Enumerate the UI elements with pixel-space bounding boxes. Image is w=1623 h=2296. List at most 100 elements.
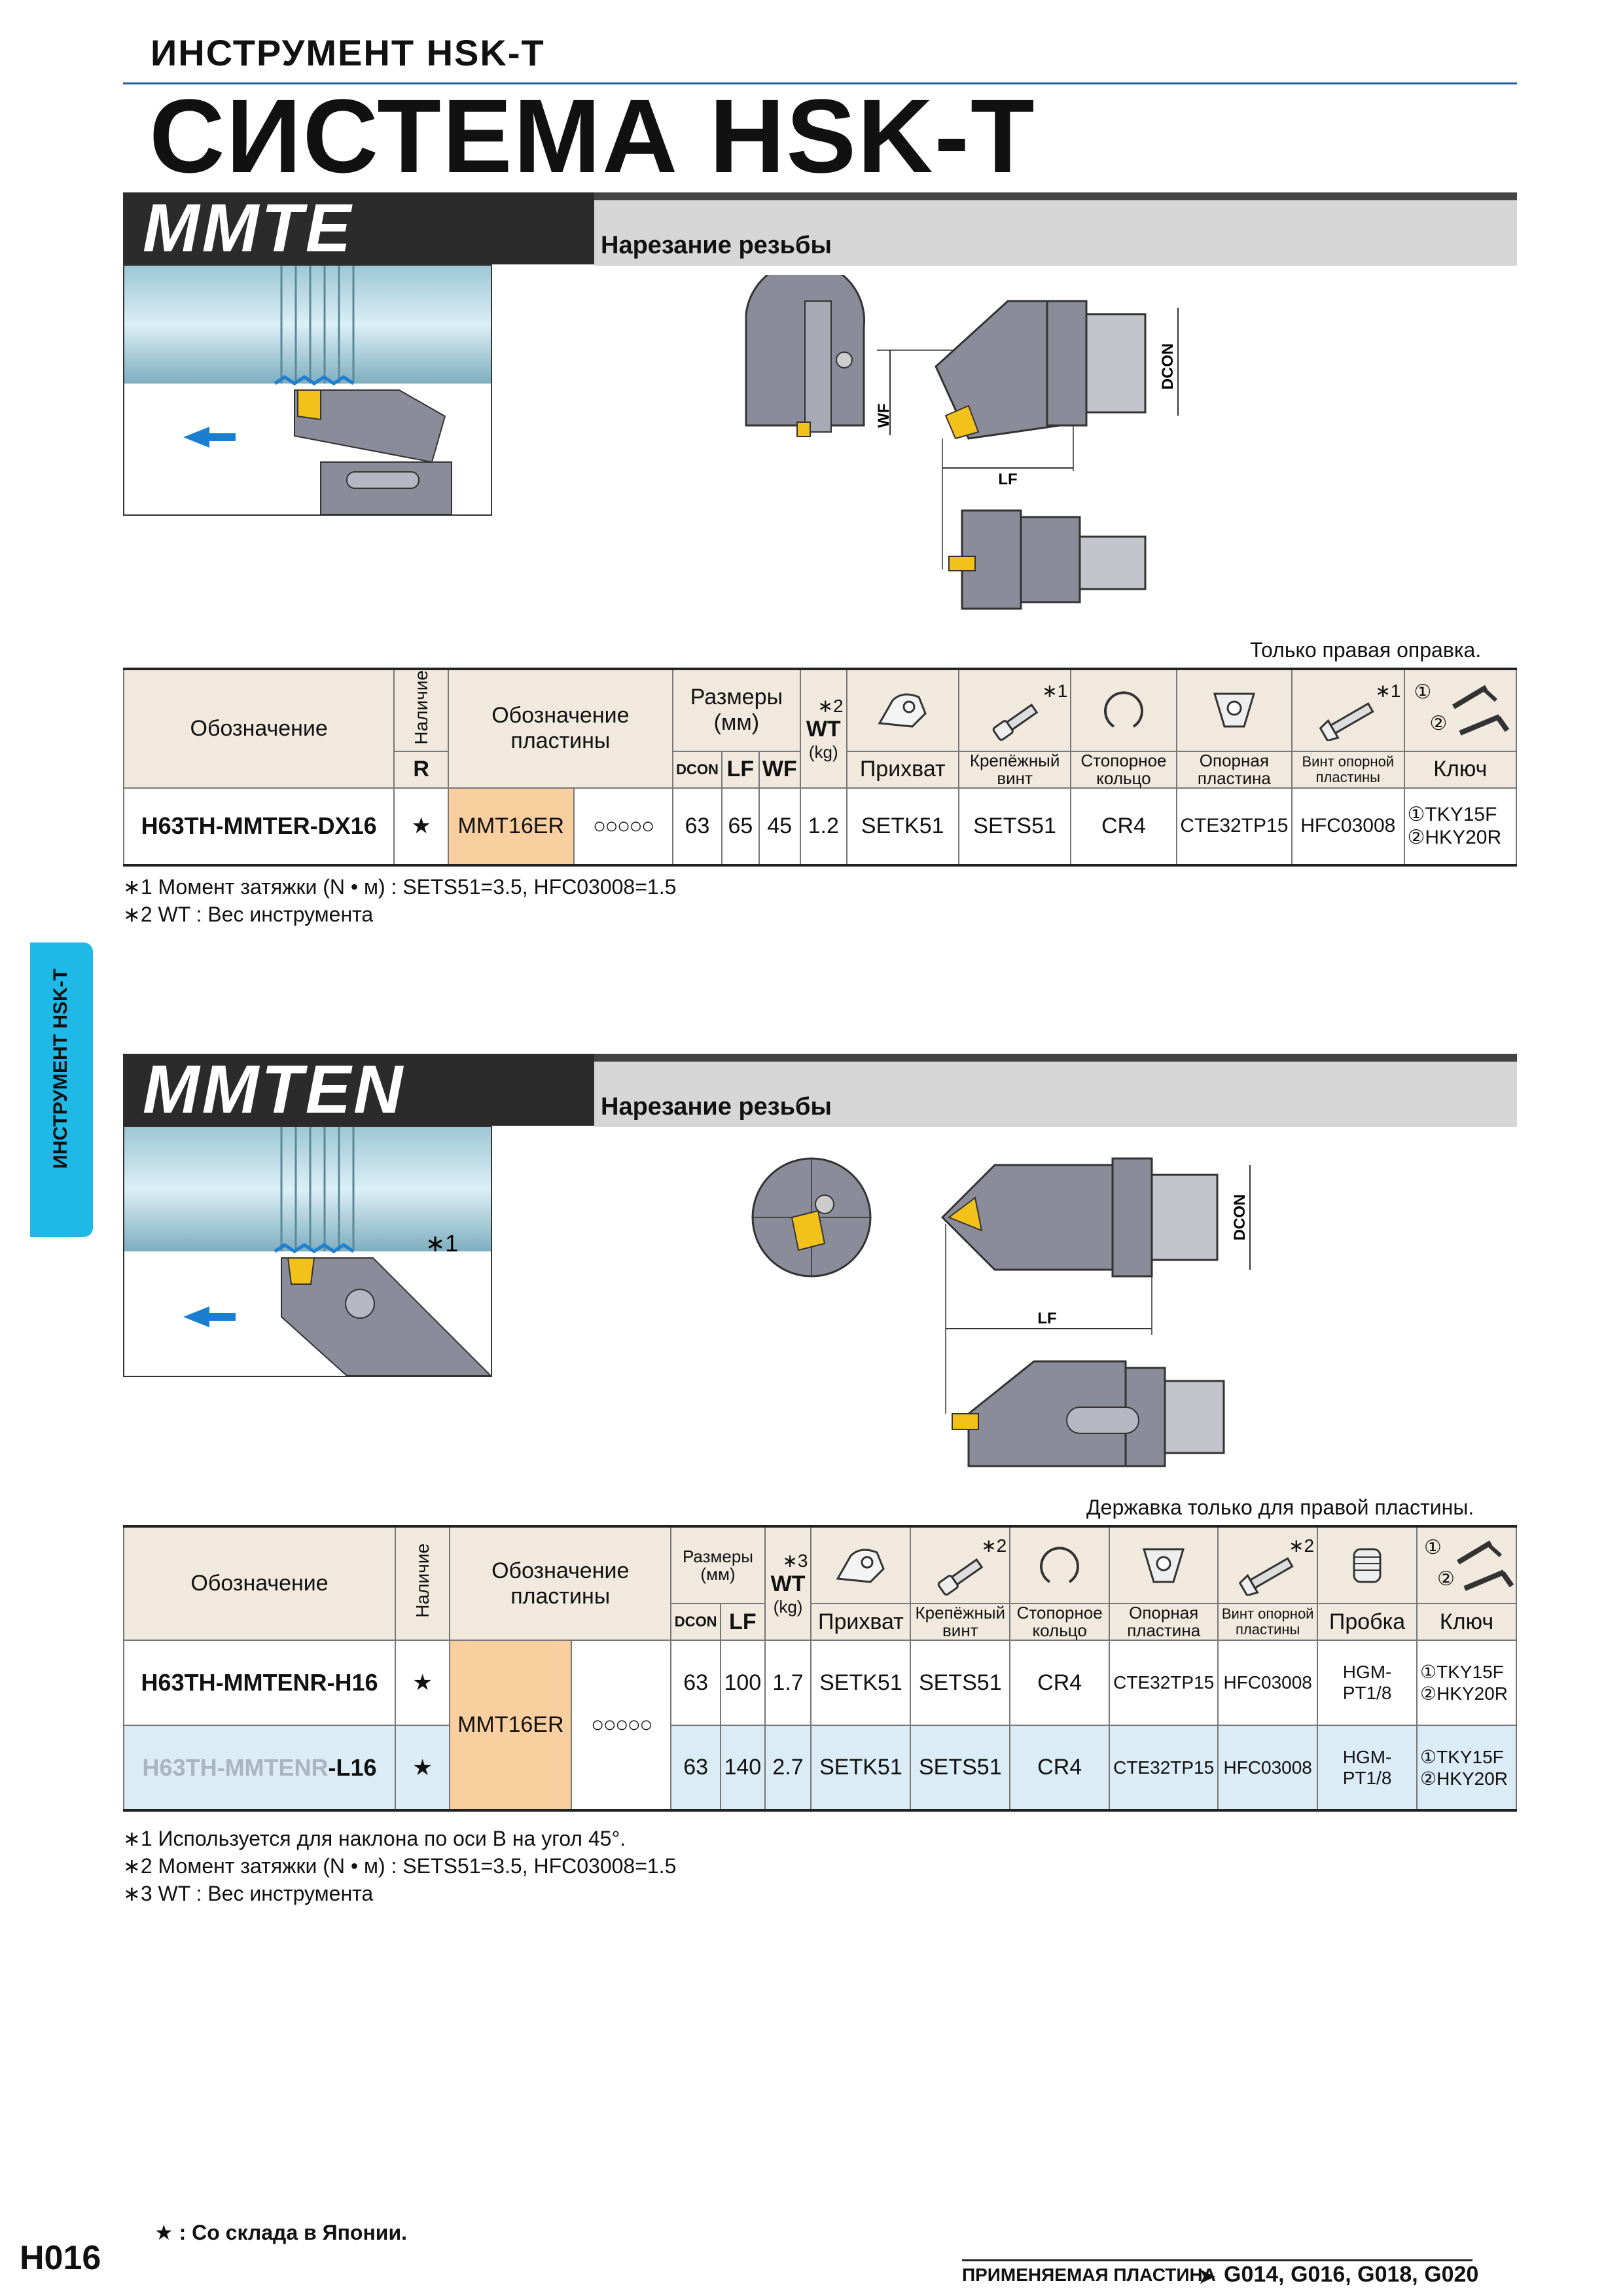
page-title: СИСТЕМА HSK-T <box>149 77 1036 194</box>
col-designation: Обозначение <box>122 668 395 789</box>
row-wt: 1.7 <box>764 1640 812 1726</box>
row-wf: 45 <box>758 787 801 867</box>
insert-marks: ○○○○○ <box>571 1640 672 1812</box>
row-insert: MMT16ER <box>448 787 575 867</box>
row-lf: 100 <box>720 1640 766 1726</box>
section1-footnote-1: ∗1 Момент затяжки (N • м) : SETS51=3.5, … <box>123 875 677 899</box>
row-plug: HGM-PT1/8 <box>1317 1640 1418 1726</box>
lf-label: LF <box>1037 1310 1056 1327</box>
screw-icon: ∗1 <box>957 668 1072 752</box>
section1-footnote-2: ∗2 WT : Вес инструмента <box>123 903 374 926</box>
col-lf: LF <box>721 750 760 789</box>
section1-subtitle: Нарезание резьбы <box>601 232 832 259</box>
page-number: H016 <box>20 2239 101 2277</box>
col-shim: Опорная пластина <box>1175 750 1293 789</box>
photo-mark: ∗1 <box>425 1230 458 1257</box>
shim-screw-icon: ∗1 <box>1291 668 1405 752</box>
col-shim-screw: Винт опорной пластины <box>1217 1603 1319 1641</box>
col-wf: WF <box>758 750 801 789</box>
col-key: Ключ <box>1403 750 1517 789</box>
col-screw: Крепёжный винт <box>957 750 1072 789</box>
applicable-insert-pages[interactable]: G014, G016, G018, G020 <box>1224 2262 1479 2287</box>
row-ring: CR4 <box>1009 1640 1111 1726</box>
lf-label: LF <box>998 471 1017 488</box>
screw-icon: ∗2 <box>910 1525 1011 1604</box>
table-row[interactable]: H63TH-MMTENR-L16 ★ 63 140 2.7 SETK51 SET… <box>122 1725 1518 1812</box>
section2-subtitle: Нарезание резьбы <box>601 1093 832 1121</box>
shim-icon <box>1175 668 1293 752</box>
ring-icon <box>1009 1525 1111 1604</box>
section2-banner: MMTEN <box>123 1054 594 1126</box>
arrow-right-icon: ➤ <box>1198 2264 1217 2289</box>
col-ring: Стопорное кольцо <box>1009 1603 1111 1641</box>
table-row[interactable]: H63TH-MMTENR-H16 ★ MMT16ER ○○○○○ 63 100 … <box>122 1640 1518 1812</box>
row-lf: 65 <box>721 787 760 867</box>
shim-screw-icon: ∗2 <box>1217 1525 1319 1604</box>
side-tab-label: ИНСТРУМЕНТ HSK-T <box>50 969 71 1169</box>
col-screw: Крепёжный винт <box>910 1603 1011 1641</box>
section1-subtitle-bar: Нарезание резьбы <box>594 200 1517 266</box>
col-key: Ключ <box>1416 1603 1518 1641</box>
row-dcon: 63 <box>670 1640 722 1726</box>
row-ring: CR4 <box>1070 787 1177 867</box>
col-wt: ∗3 WT (kg) <box>764 1525 812 1641</box>
feed-arrow-icon <box>183 1306 236 1327</box>
clamp-icon <box>846 668 959 752</box>
applicable-insert-label: ПРИМЕНЯЕМАЯ ПЛАСТИНА <box>962 2265 1216 2285</box>
row-insert: MMT16ER <box>449 1640 573 1812</box>
col-availability: Наличие <box>393 668 449 752</box>
ring-icon <box>1070 668 1177 752</box>
footer-rule <box>962 2259 1472 2261</box>
col-dcon: DCON <box>671 750 723 789</box>
stock-star: ★ <box>395 1640 451 1726</box>
col-ring: Стопорное кольцо <box>1070 750 1177 789</box>
section2-footnote-2: ∗2 Момент затяжки (N • м) : SETS51=3.5, … <box>123 1854 677 1878</box>
table-row[interactable]: H63TH-MMTER-DX16 ★ MMT16ER ○○○○○ 63 65 4… <box>122 787 1517 867</box>
col-r: R <box>393 750 449 789</box>
section2-footnote-1: ∗1 Используется для наклона по оси B на … <box>123 1827 626 1850</box>
row-dcon: 63 <box>671 787 723 867</box>
row-dcon: 63 <box>670 1725 722 1812</box>
category-title: ИНСТРУМЕНТ HSK-T <box>151 32 545 73</box>
row-screw: SETS51 <box>910 1725 1011 1812</box>
col-insert: Обозначение пластины <box>449 1525 672 1641</box>
section2-note: Державка только для правой пластины. <box>1086 1496 1474 1519</box>
row-shim-screw: HFC03008 <box>1217 1725 1319 1812</box>
header-rule <box>123 82 1517 84</box>
col-lf: LF <box>720 1603 766 1641</box>
row-clamp: SETK51 <box>810 1640 912 1726</box>
row-plug: HGM-PT1/8 <box>1317 1725 1418 1812</box>
col-insert: Обозначение пластины <box>448 668 673 789</box>
row-shim-screw: HFC03008 <box>1291 787 1405 867</box>
section2-name: MMTEN <box>143 1052 406 1128</box>
section2-technical-drawing: DCON LF <box>720 1139 1270 1505</box>
col-sizes: Размеры (мм) <box>670 1525 766 1604</box>
side-tab[interactable]: ИНСТРУМЕНТ HSK-T <box>30 942 93 1237</box>
section1-banner: MMTE <box>123 192 594 264</box>
section2-spec-table: Обозначение Наличие Обозначение пластины… <box>122 1525 1518 1812</box>
key-icon: ① ② <box>1416 1525 1518 1604</box>
row-clamp: SETK51 <box>810 1725 912 1812</box>
insert-marks: ○○○○○ <box>573 787 673 867</box>
row-wt: 1.2 <box>799 787 847 867</box>
col-shim-screw: Винт опорной пластины <box>1291 750 1405 789</box>
stock-star: ★ <box>393 787 449 867</box>
row-code: H63TH-MMTENR-L16 <box>122 1725 397 1812</box>
threading-tool-illustration <box>124 266 491 514</box>
row-ring: CR4 <box>1009 1725 1111 1812</box>
section2-footnote-3: ∗3 WT : Вес инструмента <box>123 1882 374 1905</box>
stock-legend: ★ : Со склада в Японии. <box>154 2221 407 2244</box>
row-shim: CTE32TP15 <box>1175 787 1293 867</box>
plug-icon <box>1317 1525 1418 1604</box>
section2-subtitle-bar: Нарезание резьбы <box>594 1062 1517 1127</box>
row-screw: SETS51 <box>910 1640 1011 1726</box>
row-lf: 140 <box>720 1725 766 1812</box>
col-wt: ∗2 WT (kg) <box>799 668 847 789</box>
section2-tool-photo: ∗1 <box>123 1126 492 1377</box>
shim-icon <box>1109 1525 1219 1604</box>
row-shim: CTE32TP15 <box>1109 1725 1219 1812</box>
dcon-label: DCON <box>1159 344 1177 390</box>
key-icon: ① ② <box>1403 668 1517 752</box>
